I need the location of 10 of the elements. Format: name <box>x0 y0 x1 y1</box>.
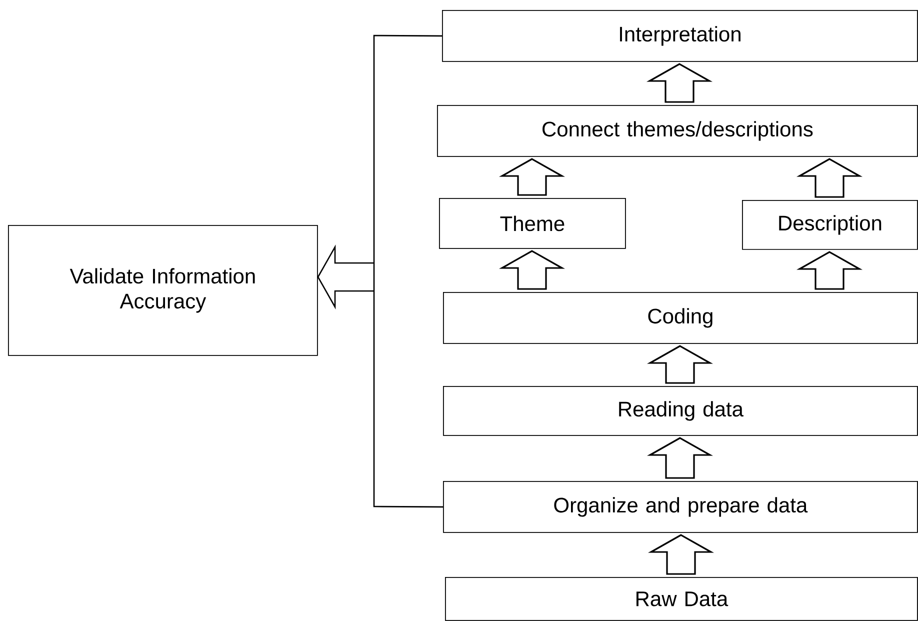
process-box: Interpretation <box>442 10 918 62</box>
process-box: Reading data <box>443 386 918 436</box>
process-box: Connect themes/descriptions <box>437 105 918 157</box>
process-box: Validate Information Accuracy <box>8 225 318 356</box>
process-box: Description <box>742 200 918 250</box>
process-box: Coding <box>443 292 918 344</box>
process-box: Theme <box>439 198 626 249</box>
process-box: Organize and prepare data <box>443 481 918 533</box>
process-box: Raw Data <box>445 577 918 621</box>
bracket-arrow <box>317 34 444 508</box>
